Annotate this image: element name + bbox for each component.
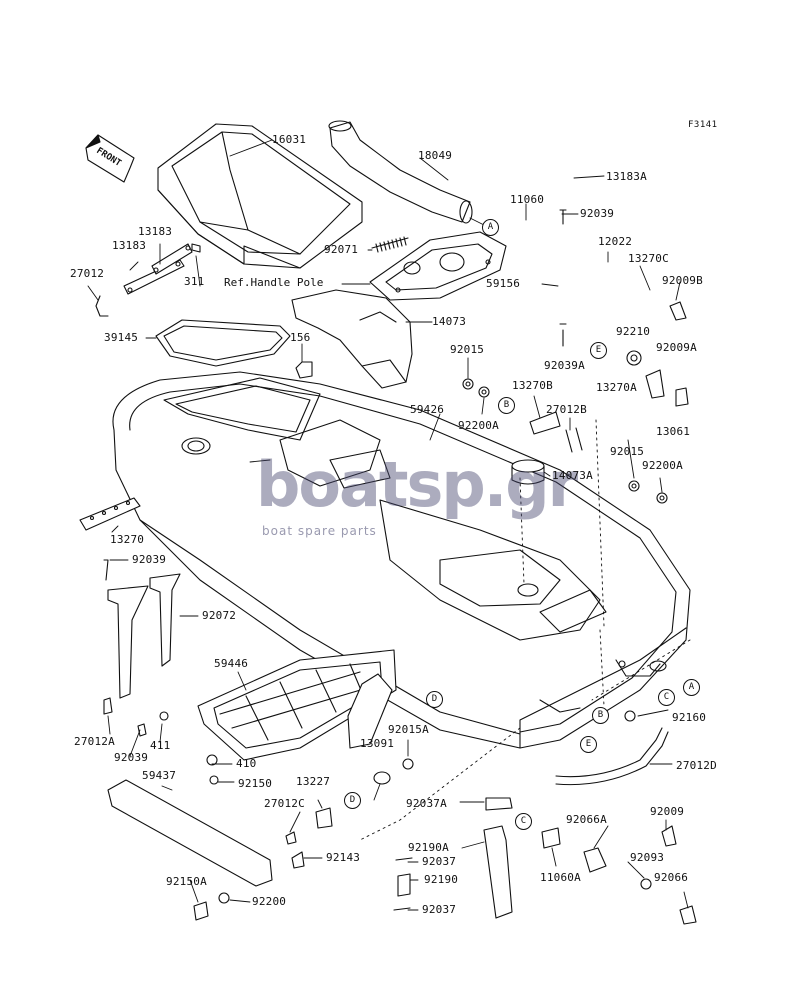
part-label-156: 156 — [290, 331, 311, 344]
cap-14073A — [511, 459, 545, 485]
part-label-92150: 92150 — [238, 777, 273, 790]
gasket-39145 — [155, 319, 291, 367]
part-label-13183-b: 13183 — [112, 239, 147, 252]
plate-13270 — [79, 497, 141, 531]
watermark-tagline: boat spare parts — [262, 524, 377, 538]
intake-grate-59446 — [197, 649, 397, 761]
part-label-59446: 59446 — [214, 657, 249, 670]
part-label-92066: 92066 — [654, 871, 689, 884]
callout-c: C — [658, 689, 675, 706]
callout-d: D — [426, 691, 443, 708]
part-label-13183A: 13183A — [606, 170, 647, 183]
part-label-11060: 11060 — [510, 193, 545, 206]
part-label-92150A: 92150A — [166, 875, 207, 888]
front-arrow-icon — [85, 134, 135, 183]
figure-code: F3141 — [688, 120, 718, 130]
part-label-59437: 59437 — [142, 769, 177, 782]
part-label-27012B: 27012B — [546, 403, 587, 416]
part-label-16031: 16031 — [272, 133, 307, 146]
part-label-92200A-a: 92200A — [458, 419, 499, 432]
part-label-92160: 92160 — [672, 711, 707, 724]
part-label-411: 411 — [150, 739, 171, 752]
part-label-92200A-b: 92200A — [642, 459, 683, 472]
part-label-92200: 92200 — [252, 895, 287, 908]
hull-deck-59426 — [112, 371, 691, 749]
part-label-13183-a: 13183 — [138, 225, 173, 238]
part-label-92039-b: 92039 — [132, 553, 167, 566]
part-label-27012C: 27012C — [264, 797, 305, 810]
part-label-92210: 92210 — [616, 325, 651, 338]
part-label-39145: 39145 — [104, 331, 139, 344]
part-label-92009B: 92009B — [662, 274, 703, 287]
callout-a: A — [482, 219, 499, 236]
part-label-92015-a: 92015 — [450, 343, 485, 356]
part-label-311: 311 — [184, 275, 205, 288]
straps-92072 — [103, 573, 181, 715]
watermark-logo: boatsp.gr — [256, 448, 578, 521]
fittings-13091 — [373, 727, 669, 786]
bolt-156 — [295, 361, 313, 379]
part-label-92190A: 92190A — [408, 841, 449, 854]
part-label-92071: 92071 — [324, 243, 359, 256]
rubber-boot-14073 — [291, 289, 413, 389]
part-label-92039-c: 92039 — [114, 751, 149, 764]
part-label-92037-b: 92037 — [422, 903, 457, 916]
part-label-59156: 59156 — [486, 277, 521, 290]
part-label-14073: 14073 — [432, 315, 467, 328]
part-label-92093: 92093 — [630, 851, 665, 864]
part-label-92190: 92190 — [424, 873, 459, 886]
side-strip-59437 — [107, 779, 273, 887]
spring-92071 — [371, 236, 409, 253]
callout-e-2: E — [580, 736, 597, 753]
part-label-410: 410 — [236, 757, 257, 770]
part-label-11060A: 11060A — [540, 871, 581, 884]
callout-d-2: D — [344, 792, 361, 809]
intake-hose-18049 — [328, 120, 473, 224]
part-label-13091: 13091 — [360, 737, 395, 750]
ref-handle-pole-label: Ref.Handle Pole — [224, 276, 324, 289]
part-label-13270A: 13270A — [596, 381, 637, 394]
part-label-27012D: 27012D — [676, 759, 717, 772]
callout-c-2: C — [515, 813, 532, 830]
part-label-92039: 92039 — [580, 207, 615, 220]
callout-e: E — [590, 342, 607, 359]
handle-pole-bracket-59156 — [369, 231, 507, 301]
part-label-59426: 59426 — [410, 403, 445, 416]
part-label-92015A: 92015A — [388, 723, 429, 736]
storage-tray-16031 — [157, 123, 363, 269]
part-label-92039A: 92039A — [544, 359, 585, 372]
callout-a-2: A — [683, 679, 700, 696]
leader-lines — [87, 139, 691, 911]
part-label-13227: 13227 — [296, 775, 331, 788]
part-label-92037A: 92037A — [406, 797, 447, 810]
part-label-27012A: 27012A — [74, 735, 115, 748]
part-label-27012: 27012 — [70, 267, 105, 280]
part-label-14073A: 14073A — [552, 469, 593, 482]
part-label-18049: 18049 — [418, 149, 453, 162]
part-label-13270B: 13270B — [512, 379, 553, 392]
part-label-92009: 92009 — [650, 805, 685, 818]
part-label-13061: 13061 — [656, 425, 691, 438]
lower-fittings — [393, 797, 697, 925]
part-label-12022: 12022 — [598, 235, 633, 248]
part-label-92066A: 92066A — [566, 813, 607, 826]
fasteners — [103, 209, 689, 921]
part-label-92015-b: 92015 — [610, 445, 645, 458]
part-label-13270: 13270 — [110, 533, 145, 546]
callout-b: B — [498, 397, 515, 414]
part-label-92009A: 92009A — [656, 341, 697, 354]
part-label-92143: 92143 — [326, 851, 361, 864]
part-label-13270C: 13270C — [628, 252, 669, 265]
stays-13183 — [95, 243, 201, 317]
part-label-92037-a: 92037 — [422, 855, 457, 868]
callout-b-2: B — [592, 707, 609, 724]
part-label-92072: 92072 — [202, 609, 237, 622]
